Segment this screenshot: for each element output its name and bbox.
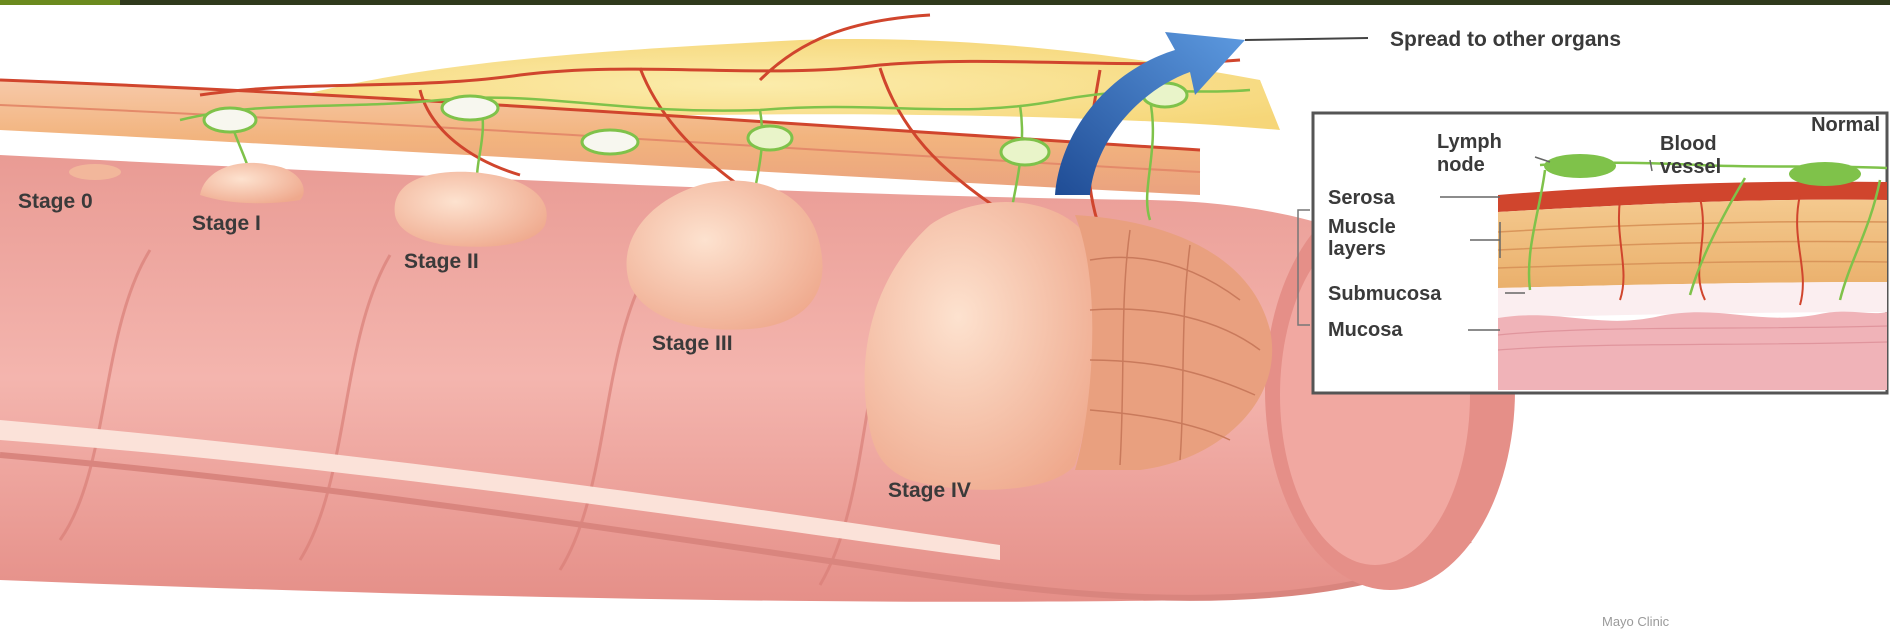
label-stage-4: Stage IV bbox=[888, 479, 971, 502]
inset-label-lymph-line1: Lymph bbox=[1437, 131, 1502, 153]
inset-label-muscle-line1: Muscle bbox=[1328, 216, 1396, 238]
inset-label-lymph-line2: node bbox=[1437, 154, 1485, 176]
inset-label-mucosa: Mucosa bbox=[1328, 319, 1403, 341]
inset-normal-wall bbox=[1298, 113, 1887, 393]
label-stage-3: Stage III bbox=[652, 332, 733, 355]
inset-title: Normal bbox=[1811, 114, 1880, 136]
inset-label-blood-line1: Blood bbox=[1660, 133, 1717, 155]
label-stage-0: Stage 0 bbox=[18, 190, 93, 213]
tumor-stage-0 bbox=[69, 164, 121, 180]
inset-label-muscle-line2: layers bbox=[1328, 238, 1386, 260]
label-stage-2: Stage II bbox=[404, 250, 479, 273]
spread-leader-line bbox=[1245, 38, 1368, 40]
inset-label-serosa: Serosa bbox=[1328, 187, 1396, 209]
inset-label-submucosa: Submucosa bbox=[1328, 283, 1442, 305]
label-stage-1: Stage I bbox=[192, 212, 261, 235]
label-spread: Spread to other organs bbox=[1390, 28, 1621, 51]
image-credit: Mayo Clinic bbox=[1602, 614, 1670, 629]
inset-label-blood-line2: vessel bbox=[1660, 156, 1721, 178]
